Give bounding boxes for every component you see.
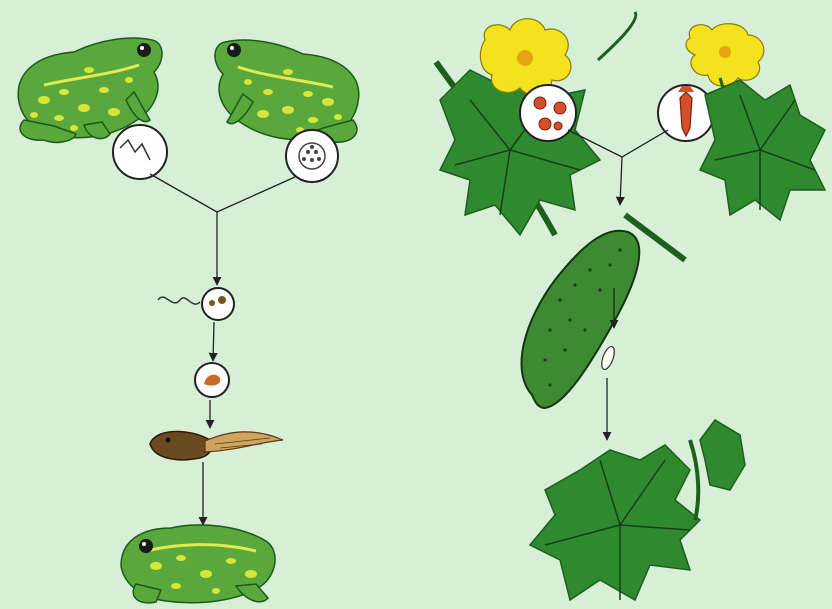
frog-eye-icon	[139, 539, 153, 553]
pollen-circle	[520, 85, 576, 141]
egg-cell-circle	[286, 130, 338, 182]
frog-eye-icon	[137, 43, 151, 57]
embryo-circle	[195, 363, 229, 397]
frog-eye-icon	[227, 43, 241, 57]
sperm-cell-circle	[113, 125, 167, 179]
adult-frog	[121, 525, 275, 603]
pistil-circle	[658, 85, 714, 141]
